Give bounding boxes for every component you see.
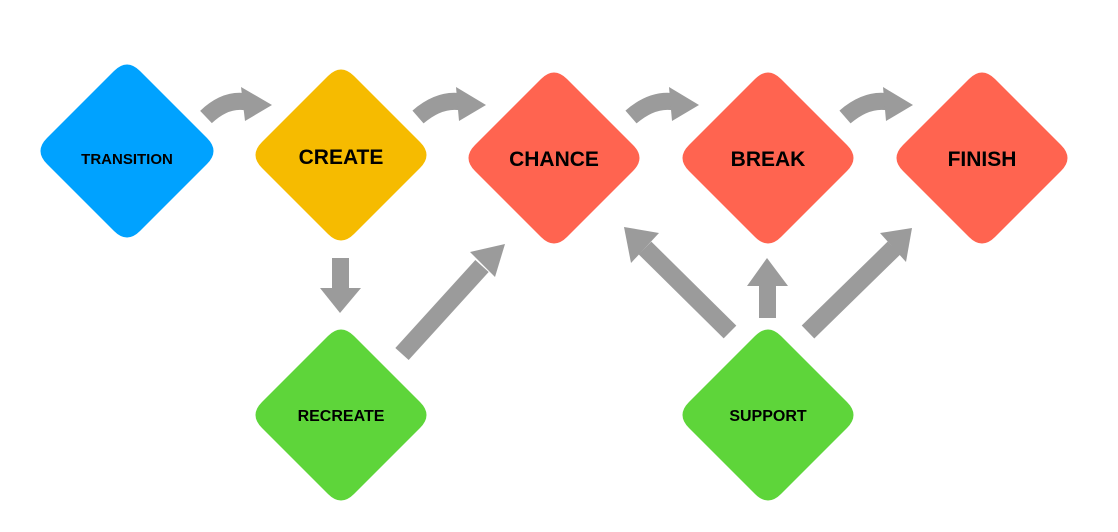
connector-create-to-chance-head	[456, 87, 486, 121]
connector-support-to-chance-head	[624, 227, 659, 263]
connector-recreate-to-chance	[395, 244, 505, 361]
connector-support-to-chance	[624, 227, 737, 339]
node-support-shape	[682, 329, 854, 501]
connector-create-to-chance-shaft	[412, 92, 464, 124]
node-break-shape	[682, 72, 854, 244]
connector-support-to-break	[747, 258, 788, 318]
connector-chance-to-break-head	[669, 87, 699, 121]
node-chance-label: CHANCE	[509, 148, 599, 171]
connector-transition-to-create-head	[241, 87, 272, 121]
node-finish-label: FINISH	[948, 148, 1017, 171]
node-transition: TRANSITION	[40, 64, 214, 238]
connector-create-to-recreate-shaft	[332, 258, 349, 290]
node-support: SUPPORT	[682, 329, 854, 501]
node-chance-shape	[468, 72, 640, 244]
connector-create-to-recreate	[320, 258, 361, 313]
connector-transition-to-create	[200, 87, 272, 124]
connector-support-to-finish-shaft	[801, 241, 901, 339]
node-create-shape	[255, 69, 427, 241]
node-finish: FINISH	[896, 72, 1068, 244]
node-recreate-shape	[255, 329, 427, 501]
node-break: BREAK	[682, 72, 854, 244]
node-break-label: BREAK	[731, 148, 806, 171]
connector-break-to-finish	[839, 87, 913, 124]
connector-transition-to-create-shaft	[200, 92, 249, 124]
node-create-label: CREATE	[299, 146, 384, 169]
connector-support-to-chance-shaft	[638, 241, 737, 339]
connector-break-to-finish-shaft	[839, 92, 891, 124]
connector-support-to-break-head	[747, 258, 788, 286]
node-transition-label: TRANSITION	[81, 151, 173, 168]
connector-support-to-break-shaft	[759, 282, 776, 318]
connector-support-to-finish-head	[880, 228, 912, 262]
node-recreate: RECREATE	[255, 329, 427, 501]
node-support-label: SUPPORT	[729, 408, 807, 425]
connector-recreate-to-chance-head	[470, 244, 505, 277]
connector-break-to-finish-head	[883, 87, 913, 121]
connector-create-to-recreate-head	[320, 288, 361, 313]
connector-chance-to-break-shaft	[625, 92, 677, 124]
connector-create-to-chance	[412, 87, 486, 124]
node-chance: CHANCE	[468, 72, 640, 244]
node-recreate-label: RECREATE	[298, 408, 385, 425]
node-create: CREATE	[255, 69, 427, 241]
node-finish-shape	[896, 72, 1068, 244]
connector-support-to-finish	[801, 228, 912, 339]
node-transition-shape	[40, 64, 214, 238]
connector-chance-to-break	[625, 87, 699, 124]
connector-recreate-to-chance-shaft	[395, 259, 489, 361]
